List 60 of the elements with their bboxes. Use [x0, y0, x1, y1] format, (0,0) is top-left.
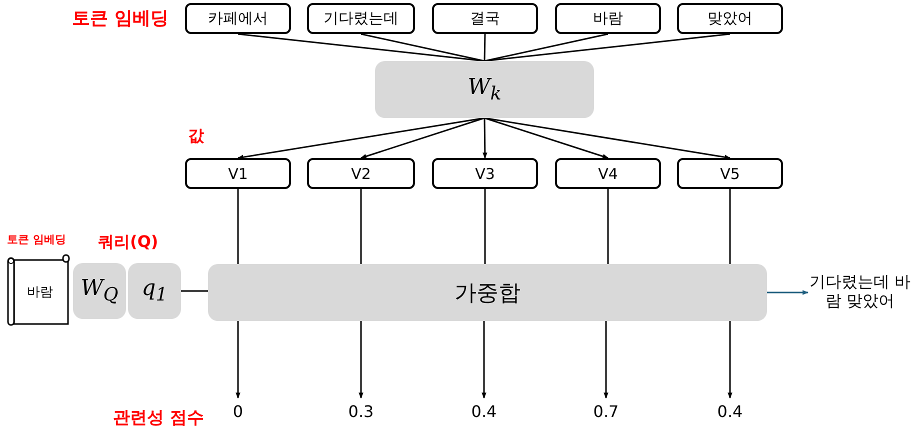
- section-label: 값: [188, 126, 204, 147]
- arrow: [604, 321, 608, 399]
- connector-line: [360, 189, 362, 264]
- process-box: [208, 264, 767, 321]
- connector-line: [237, 189, 239, 264]
- box-text: W$_{k}$: [468, 74, 502, 104]
- section-label: 토큰 임베딩: [72, 7, 168, 30]
- connector-line: [484, 34, 486, 62]
- token-box: [555, 3, 661, 34]
- box-text: 바람: [593, 9, 623, 28]
- token-box: [185, 3, 291, 34]
- arrow: [484, 117, 609, 159]
- box-text: V5: [720, 164, 740, 182]
- box-text: 기다렸는데: [324, 9, 398, 28]
- box-text: W$_{Q}$: [80, 276, 118, 306]
- vector-box: [128, 263, 181, 319]
- output-text: 기다렸는데 바람 맞았어: [808, 272, 912, 310]
- box-text: 결국: [470, 9, 500, 28]
- box-text: 카페에서: [208, 9, 268, 28]
- value-box: [185, 158, 291, 189]
- arrow: [484, 117, 731, 160]
- connector-line: [484, 33, 730, 62]
- token-box: [307, 3, 415, 34]
- box-text: V4: [598, 164, 618, 182]
- token-box: [677, 3, 783, 34]
- scroll-text: 바람: [27, 284, 53, 301]
- arrow: [360, 117, 485, 159]
- arrow: [358, 321, 364, 399]
- score-value: 0.4: [717, 402, 743, 422]
- section-label: 쿼리(Q): [98, 232, 158, 253]
- connector-line: [484, 33, 608, 62]
- arrow: [236, 321, 240, 399]
- score-value: 0.7: [593, 402, 619, 422]
- connector-line: [729, 189, 731, 264]
- value-box: [432, 158, 538, 189]
- arrow: [482, 321, 486, 399]
- box-text: V3: [475, 164, 495, 182]
- score-value: 0.4: [471, 402, 497, 422]
- section-label: 관련성 점수: [113, 407, 204, 429]
- connector-line: [360, 33, 485, 62]
- value-box: [677, 158, 783, 189]
- box-text: 가중합: [454, 280, 520, 308]
- arrow: [482, 118, 488, 159]
- box-text: q$_{1}$: [142, 276, 168, 306]
- box-text: V2: [351, 164, 371, 182]
- connector-line: [607, 189, 609, 264]
- box-text: 맞았어: [708, 9, 752, 28]
- score-value: 0: [232, 402, 244, 422]
- connector-line: [181, 290, 208, 292]
- value-box: [555, 158, 661, 189]
- matrix-box: [73, 263, 126, 319]
- matrix-box: [375, 61, 594, 118]
- token-box: [432, 3, 538, 34]
- arrow: [728, 321, 732, 399]
- box-text: V1: [228, 164, 248, 182]
- arrow: [767, 290, 809, 295]
- connector-line: [484, 189, 486, 264]
- section-label: 토큰 임베딩: [7, 232, 66, 247]
- value-box: [307, 158, 415, 189]
- score-value: 0.3: [348, 402, 374, 422]
